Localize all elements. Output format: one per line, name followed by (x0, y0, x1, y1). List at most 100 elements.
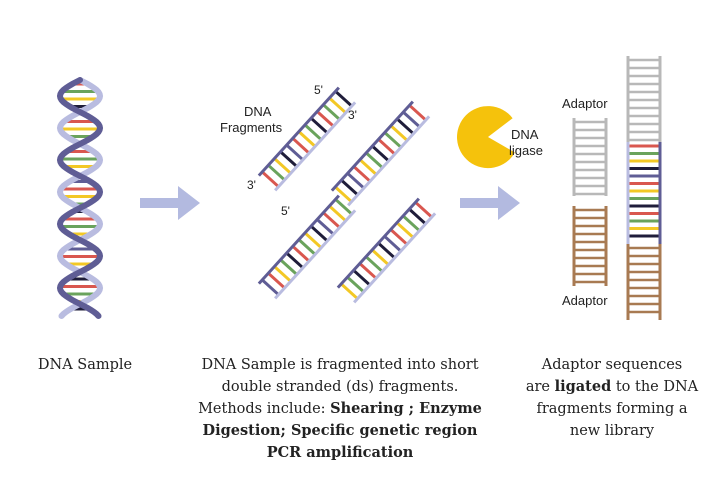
helix-backbone-strand (56, 77, 104, 319)
fragment-base-pair (364, 255, 384, 273)
fragment-base-pair (310, 117, 329, 135)
helix-backbone-strand (56, 77, 104, 319)
fragment-backbone-upper (347, 115, 431, 207)
fragment-base-pair (352, 269, 371, 287)
fragment-base-pair (402, 110, 421, 129)
fragment-base-pair (352, 165, 372, 183)
fragment-base-pair (261, 278, 280, 296)
five-prime-label-top: 5' (314, 83, 323, 97)
fragment-base-pair (408, 207, 427, 226)
dna-fragment (257, 194, 357, 300)
fragment-base-pair (346, 172, 365, 190)
fragment-base-pair (261, 170, 280, 188)
caption-fragmentation-line3-plain: Methods include: (198, 401, 331, 417)
fragment-base-pair (328, 96, 347, 114)
fragment-base-pair (322, 103, 341, 121)
caption-fragmentation-line5-bold: PCR amplification (266, 444, 414, 461)
caption-ligation-line3: fragments forming a (536, 401, 688, 417)
caption-dna-sample: DNA Sample (20, 354, 150, 376)
caption-dna-sample-text: DNA Sample (37, 357, 133, 373)
dna-fragments-label-line2: Fragments (220, 120, 283, 135)
fragment-base-pair (358, 158, 378, 176)
fragment-base-pair (267, 164, 286, 182)
fragment-base-pair (297, 130, 317, 148)
fragment-base-pair (316, 218, 335, 236)
arrow-right-1 (140, 186, 200, 220)
fragment-base-pair (408, 104, 427, 122)
fragment-base-pair (303, 231, 323, 249)
dna-double-helix (56, 77, 104, 319)
fragment-base-pair (389, 228, 409, 246)
dna-fragment (257, 86, 357, 192)
fragment-base-pair (273, 157, 292, 175)
fragment-backbone-upper (274, 101, 357, 192)
fragment-backbone-upper (353, 212, 437, 304)
fragment-base-pair (402, 214, 421, 232)
fragment-base-pair (285, 251, 304, 269)
fragment-base-pair (279, 258, 298, 276)
caption-ligation-line2-bold: ligated (554, 378, 612, 395)
fragment-base-pair (285, 143, 304, 161)
fragment-backbone-lower (257, 86, 340, 177)
arrow-right-2 (460, 186, 520, 220)
five-prime-label-bottom: 5' (281, 204, 290, 218)
fragment-base-pair (396, 117, 415, 135)
caption-ligation-line2-plain2: to the DNA (611, 379, 699, 395)
three-prime-label-top: 3' (348, 108, 357, 122)
adaptor-label-bottom: Adaptor (562, 293, 608, 308)
fragment-base-pair (297, 238, 317, 256)
adaptor-ladders (572, 118, 608, 286)
fragment-base-pair (377, 241, 396, 260)
fragment-base-pair (377, 138, 396, 156)
caption-ligation-line4: new library (569, 423, 655, 439)
fragment-base-pair (383, 235, 402, 253)
caption-fragmentation-line1: DNA Sample is fragmented into short (201, 357, 479, 373)
library-ladder (626, 56, 662, 320)
caption-fragmentation-line3-bold: Shearing ; Enzyme (330, 400, 482, 417)
fragment-base-pair (340, 282, 359, 300)
caption-ligation: Adaptor sequences are ligated to the DNA… (524, 354, 700, 442)
caption-fragmentation-line4: Digestion; Specific genetic region (180, 420, 500, 442)
dna-fragment (336, 197, 437, 304)
dna-fragments-label-line1: DNA (244, 104, 272, 119)
adaptor-brown-ladder (572, 206, 608, 286)
adaptor-label-top: Adaptor (562, 96, 608, 111)
library-dna-insert (626, 142, 662, 244)
fragment-backbone-lower (336, 197, 420, 289)
fragment-base-pair (322, 211, 341, 229)
caption-fragmentation-line2: double stranded (ds) fragments. (221, 379, 459, 395)
dna-ligase-pacman (457, 106, 515, 169)
fragment-base-pair (346, 275, 365, 294)
fragment-base-pair (328, 204, 347, 222)
dna-ligase-label-line1: DNA (511, 127, 539, 142)
caption-ligation-line2: are ligated to the DNA (524, 376, 700, 398)
dna-fragment (330, 100, 431, 207)
fragment-backbone-lower (330, 100, 414, 192)
fragment-base-pair (273, 265, 292, 283)
caption-fragmentation-line4-bold: Digestion; Specific genetic region (202, 422, 478, 439)
fragment-base-pair (267, 272, 286, 290)
adaptor-grey-ladder (572, 118, 608, 196)
fragment-base-pair (310, 225, 329, 243)
three-prime-label-bottom: 3' (247, 178, 256, 192)
caption-fragmentation-line5: PCR amplification (180, 442, 500, 464)
fragment-base-pair (358, 262, 378, 280)
fragment-base-pair (291, 137, 311, 155)
library-top-adaptor (626, 56, 662, 142)
fragment-base-pair (316, 110, 335, 128)
fragment-base-pair (334, 185, 353, 203)
fragment-base-pair (395, 221, 415, 239)
fragment-base-pair (371, 144, 390, 163)
fragment-backbone-upper (274, 209, 357, 300)
fragment-base-pair (334, 90, 353, 108)
caption-fragmentation-line3: Methods include: Shearing ; Enzyme (180, 398, 500, 420)
fragment-backbone-lower (257, 194, 340, 285)
fragment-base-pair (334, 198, 353, 216)
fragment-base-pair (365, 151, 384, 169)
fragment-base-pair (389, 124, 409, 142)
caption-ligation-line2-plain1: are (525, 379, 555, 395)
fragment-base-pair (414, 201, 433, 219)
fragment-base-pair (291, 245, 311, 263)
